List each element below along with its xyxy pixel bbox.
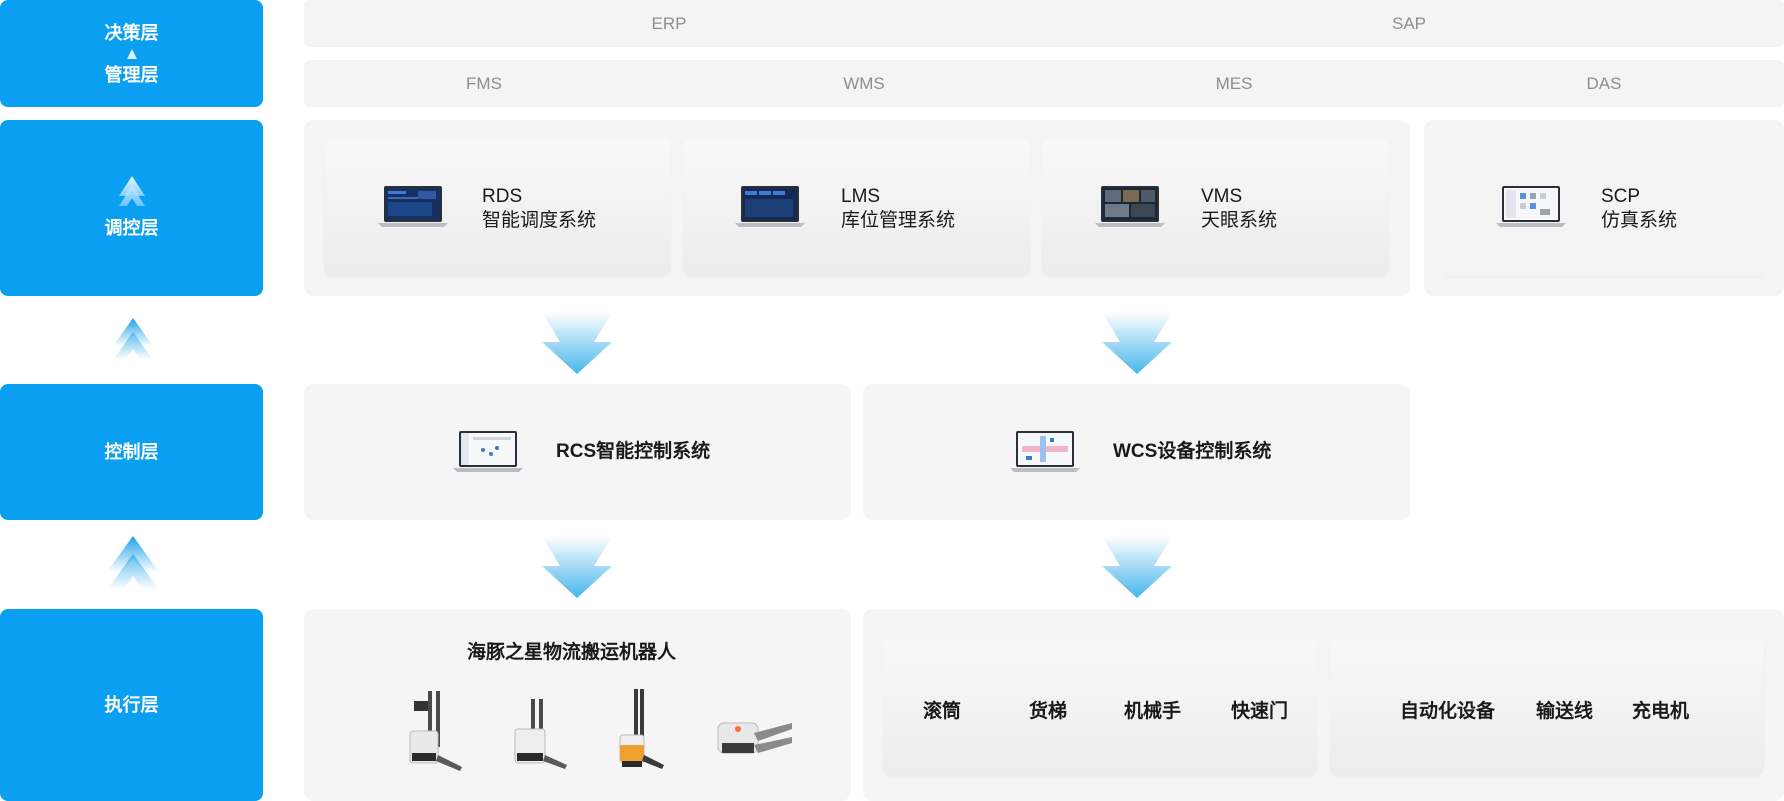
chevron-up-icon	[118, 176, 145, 206]
erp-label: ERP	[651, 13, 687, 33]
equipment-panel: 滚筒 货梯 机械手 快速门 自动化设备 输送线 充电机	[863, 609, 1784, 801]
equipment-rapid-door: 快速门	[1231, 701, 1289, 722]
layer-control-label: 控制层	[104, 442, 159, 462]
laptop-icon	[378, 186, 448, 227]
down-arrow-icon	[1102, 312, 1172, 374]
forklift-robot-icon	[409, 691, 462, 771]
layer-management-label: 管理层	[104, 64, 159, 85]
forklift-robot-icon	[619, 689, 664, 769]
decision-bar: ERP SAP	[304, 0, 1784, 47]
equipment-robot-arm: 机械手	[1124, 701, 1182, 722]
laptop-icon	[1010, 431, 1080, 472]
forklift-robot-icon	[514, 699, 567, 769]
layer-execution: 执行层	[0, 609, 263, 801]
wcs-panel: WCS设备控制系统	[863, 384, 1410, 520]
rds-code: RDS	[482, 186, 523, 207]
scp-name: SCP 仿真系统	[1601, 185, 1677, 233]
wms-label: WMS	[843, 73, 885, 93]
equipment-roller: 滚筒	[923, 701, 962, 722]
scp-code: SCP	[1601, 186, 1641, 207]
mes-label: MES	[1215, 73, 1253, 93]
rcs-panel: RCS智能控制系统	[304, 384, 851, 520]
equipment-conveyor: 输送线	[1536, 701, 1594, 722]
equipment-card-1: 滚筒 货梯 机械手 快速门	[883, 639, 1317, 776]
laptop-icon	[1496, 186, 1566, 227]
das-label: DAS	[1586, 73, 1622, 93]
vms-name: VMS 天眼系统	[1201, 185, 1277, 233]
up-arrow-icon	[113, 318, 153, 368]
down-arrow-icon	[1102, 536, 1172, 598]
scp-card: SCP 仿真系统	[1443, 139, 1765, 276]
equipment-charger: 充电机	[1632, 701, 1690, 722]
vms-title: 天眼系统	[1201, 210, 1278, 231]
layer-control: 控制层	[0, 384, 263, 520]
laptop-icon	[453, 431, 523, 472]
layer-dispatch: 调控层	[0, 120, 263, 296]
lms-card: LMS 库位管理系统	[683, 139, 1030, 276]
rds-name: RDS 智能调度系统	[482, 185, 596, 233]
laptop-icon	[735, 186, 805, 227]
management-bar: FMS WMS MES DAS	[304, 60, 1784, 107]
layer-decision-label: 决策层	[104, 22, 159, 43]
down-arrow-icon	[542, 536, 612, 598]
sap-label: SAP	[1391, 13, 1427, 33]
rds-title: 智能调度系统	[482, 210, 597, 231]
layer-execution-label: 执行层	[104, 695, 159, 715]
vms-card: VMS 天眼系统	[1042, 139, 1389, 276]
vms-code: VMS	[1201, 186, 1243, 207]
lms-code: LMS	[841, 186, 881, 207]
equipment-elevator: 货梯	[1029, 701, 1068, 722]
scp-title: 仿真系统	[1601, 210, 1678, 231]
rcs-name: RCS智能控制系统	[556, 441, 711, 462]
up-arrow-icon	[107, 536, 159, 598]
layer-dispatch-label: 调控层	[104, 218, 159, 238]
fms-label: FMS	[466, 73, 502, 93]
down-arrow-icon	[542, 312, 612, 374]
robots-title: 海豚之星物流搬运机器人	[467, 642, 677, 663]
up-arrow-icon	[126, 48, 137, 59]
laptop-icon	[1095, 186, 1165, 227]
lms-title: 库位管理系统	[841, 210, 956, 231]
equipment-card-2: 自动化设备 输送线 充电机	[1330, 639, 1764, 776]
equipment-automation: 自动化设备	[1400, 701, 1496, 722]
wcs-name: WCS设备控制系统	[1113, 441, 1272, 462]
pallet-robot-icon	[717, 722, 792, 754]
robots-panel: 海豚之星物流搬运机器人	[304, 609, 851, 801]
lms-name: LMS 库位管理系统	[841, 185, 955, 233]
rds-card: RDS 智能调度系统	[324, 139, 671, 276]
layer-decision-management: 决策层 管理层	[0, 0, 263, 107]
